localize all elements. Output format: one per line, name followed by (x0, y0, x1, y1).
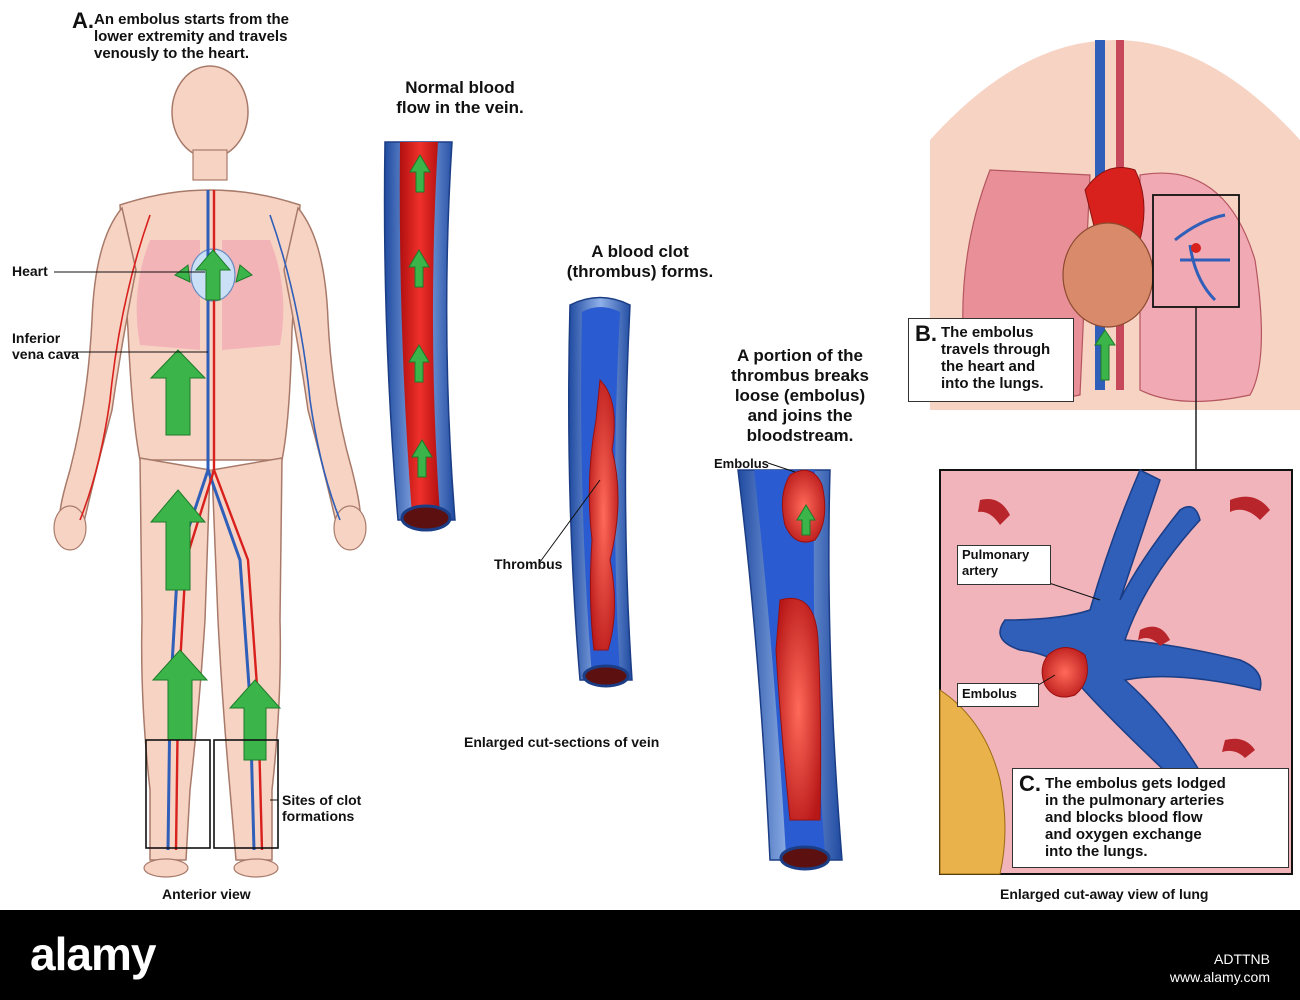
title-portion-line: bloodstream. (746, 426, 854, 445)
label-embolus-vein: Embolus (714, 456, 769, 471)
step-c-line: and blocks blood flow (1045, 809, 1203, 826)
label-clot-sites-line: formations (282, 808, 355, 824)
title-normal-line: Normal blood (405, 78, 515, 97)
footer-url: www.alamy.com (1169, 969, 1270, 985)
step-c-text: The embolus gets lodged in the pulmonary… (1045, 775, 1285, 860)
title-portion-line: loose (embolus) (734, 386, 866, 405)
step-b-line: the heart and (941, 358, 1036, 375)
label-cutaway: Enlarged cut-away view of lung (1000, 886, 1209, 902)
step-c-line: in the pulmonary arteries (1045, 792, 1225, 809)
label-pulmonary-line: Pulmonary (962, 547, 1030, 562)
vein-clot (568, 296, 633, 688)
title-portion-line: A portion of the (737, 346, 863, 365)
vein-normal (383, 141, 456, 532)
title-embolus-breaks: A portion of the thrombus breaks loose (… (700, 346, 900, 446)
step-a-text: An embolus starts from the lower extremi… (94, 11, 354, 62)
footer-code: ADTTNB www.alamy.com (1170, 950, 1270, 986)
title-clot-forms: A blood clot (thrombus) forms. (540, 242, 740, 282)
label-ivc-line: vena cava (12, 346, 79, 362)
alamy-logo: alamy (30, 928, 156, 980)
label-clot-sites: Sites of clot formations (282, 792, 361, 824)
label-pulmonary-line: artery (962, 563, 999, 578)
step-c-letter: C. (1019, 771, 1041, 796)
title-normal-line: flow in the vein. (396, 98, 524, 117)
title-clot-line: (thrombus) forms. (566, 262, 714, 281)
step-b-line: into the lungs. (941, 375, 1044, 392)
label-anterior-view: Anterior view (162, 886, 251, 902)
step-a-line: An embolus starts from the (94, 11, 290, 28)
step-a-letter: A. (72, 8, 94, 33)
label-pulmonary-artery: Pulmonary artery (957, 545, 1051, 585)
clot-site-box-left (145, 739, 211, 849)
clot-site-box-right (213, 739, 279, 849)
title-portion-line: thrombus breaks (731, 366, 869, 385)
label-clot-sites-line: Sites of clot (282, 792, 362, 808)
step-a-caption: A. An embolus starts from the lower extr… (72, 8, 352, 62)
image-code: ADTTNB (1214, 951, 1270, 967)
label-ivc-line: Inferior (12, 330, 61, 346)
title-clot-line: A blood clot (591, 242, 689, 261)
label-cut-sections: Enlarged cut-sections of vein (464, 734, 660, 750)
title-normal-flow: Normal blood flow in the vein. (370, 78, 550, 118)
label-embolus-lung: Embolus (957, 683, 1039, 707)
label-inferior-vena-cava: Inferior vena cava (12, 330, 79, 362)
step-b-text: The embolus travels through the heart an… (941, 324, 1071, 392)
footer-bar (0, 910, 1300, 1000)
step-a-line: venously to the heart. (94, 45, 250, 62)
step-c-line: and oxygen exchange (1045, 826, 1202, 843)
step-c-line: into the lungs. (1045, 843, 1148, 860)
step-c-box: C. The embolus gets lodged in the pulmon… (1012, 768, 1289, 868)
label-embolus-lung-text: Embolus (962, 686, 1017, 701)
step-b-letter: B. (915, 321, 937, 346)
step-b-box: B. The embolus travels through the heart… (908, 318, 1074, 402)
step-b-line: The embolus (941, 324, 1034, 341)
flow-arrows-body (149, 249, 282, 761)
step-c-line: The embolus gets lodged (1045, 775, 1226, 792)
vein-embolus (737, 469, 843, 871)
step-a-line: lower extremity and travels (94, 28, 288, 45)
step-b-line: travels through (941, 341, 1051, 358)
label-thrombus: Thrombus (494, 556, 563, 572)
title-portion-line: and joins the (747, 406, 853, 425)
label-heart: Heart (12, 263, 48, 279)
